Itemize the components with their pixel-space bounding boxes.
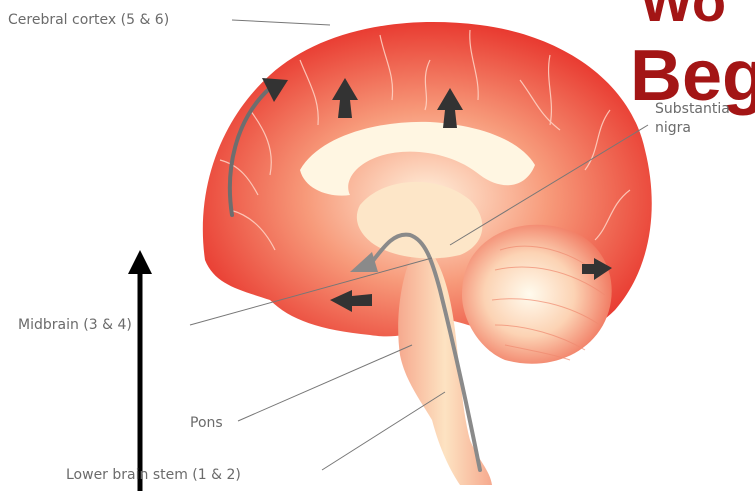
title-fragment-top: Wo <box>640 0 726 30</box>
label-substantia: Substantia <box>655 101 730 117</box>
label-pons: Pons <box>190 415 223 431</box>
label-midbrain: Midbrain (3 & 4) <box>18 317 132 333</box>
cerebellum <box>462 225 612 364</box>
label-lower-brain-stem: Lower brain stem (1 & 2) <box>66 467 241 483</box>
label-nigra: nigra <box>655 120 691 136</box>
label-cerebral-cortex: Cerebral cortex (5 & 6) <box>8 12 169 28</box>
big-upward-arrowhead <box>128 250 152 274</box>
